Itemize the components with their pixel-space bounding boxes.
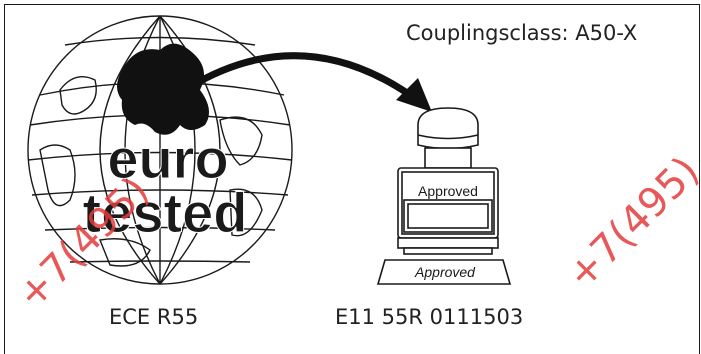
standard-label: ECE R55: [109, 305, 198, 329]
coupling-class-label: Couplingsclass: A50-X: [406, 21, 637, 45]
stamp-label-paper: Approved: [414, 264, 476, 280]
stamp-label-handle: Approved: [418, 183, 478, 199]
certificate-number: E11 55R 0111503: [335, 305, 523, 329]
